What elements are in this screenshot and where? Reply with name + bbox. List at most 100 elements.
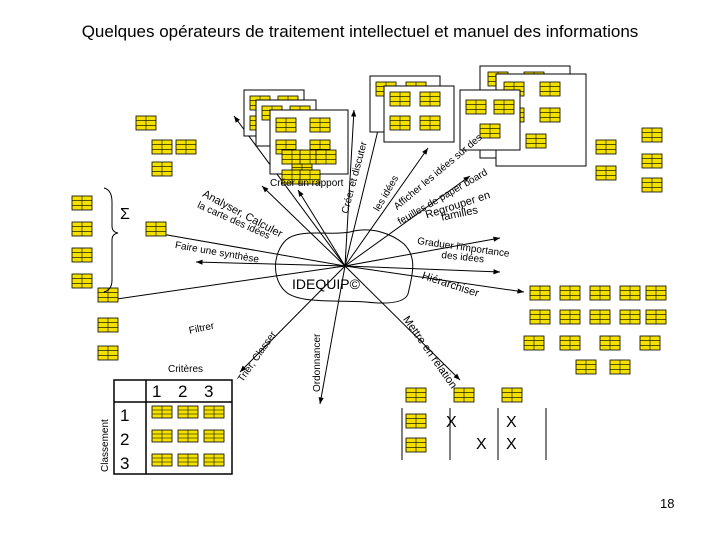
info-block	[389, 91, 411, 107]
arrowhead	[463, 176, 470, 182]
arrowhead	[318, 397, 324, 404]
info-block	[315, 149, 337, 165]
info-block	[479, 123, 501, 139]
operator-arrow	[297, 189, 346, 267]
arrowhead	[422, 148, 428, 155]
info-block	[71, 273, 93, 289]
info-block	[71, 247, 93, 263]
info-block	[203, 429, 225, 443]
info-block	[281, 169, 303, 185]
info-block	[145, 221, 167, 237]
info-block	[525, 133, 547, 149]
classement-row-3: 3	[120, 454, 130, 473]
info-block	[539, 107, 561, 123]
operator-arrow	[233, 115, 346, 267]
paper-sheet	[459, 89, 521, 151]
info-block	[151, 139, 173, 155]
info-block	[97, 287, 119, 303]
info-block	[645, 309, 667, 325]
operator-arrow	[195, 261, 346, 267]
info-block	[529, 309, 551, 325]
arrowhead	[517, 288, 524, 294]
info-block	[405, 387, 427, 403]
operator-arrow	[319, 265, 346, 405]
operator-arrow	[109, 265, 346, 301]
info-block	[405, 437, 427, 453]
info-block	[559, 335, 581, 351]
label-creer-rapport: Créer un rapport	[270, 178, 344, 189]
arrowhead	[234, 116, 240, 123]
operator-arrow	[344, 265, 525, 293]
arrowhead	[493, 269, 500, 275]
info-block	[419, 115, 441, 131]
relation-mark: X	[476, 436, 487, 453]
info-block	[97, 345, 119, 361]
info-block	[595, 165, 617, 181]
info-block	[71, 221, 93, 237]
info-block	[177, 453, 199, 467]
arrowhead	[453, 373, 460, 380]
info-block	[559, 309, 581, 325]
info-block	[453, 387, 475, 403]
info-block	[641, 177, 663, 193]
arrowhead	[240, 365, 247, 372]
info-block	[641, 127, 663, 143]
operator-arrow	[261, 185, 346, 267]
info-block	[589, 285, 611, 301]
operator-arrow	[344, 109, 355, 267]
operator-arrow	[344, 237, 501, 267]
info-block	[465, 99, 487, 115]
sigma-symbol: Σ	[120, 206, 130, 223]
info-block	[151, 453, 173, 467]
operator-arrow	[344, 147, 429, 267]
info-block	[299, 169, 321, 185]
relation-table	[401, 408, 547, 460]
criteria-grid	[113, 379, 233, 475]
info-block	[203, 453, 225, 467]
operator-arrow	[239, 265, 346, 373]
info-block	[135, 115, 157, 131]
info-block	[575, 359, 597, 375]
page-number: 18	[660, 496, 675, 511]
arrowhead	[298, 190, 304, 197]
info-block	[177, 405, 199, 419]
info-block	[501, 387, 523, 403]
operator-arrow	[344, 121, 381, 267]
info-block	[589, 309, 611, 325]
arrowhead	[196, 259, 203, 265]
info-block	[609, 359, 631, 375]
info-block	[595, 139, 617, 155]
criteria-col-2: 2	[178, 382, 188, 401]
operator-arrow	[344, 175, 471, 267]
info-block	[281, 149, 303, 165]
info-block	[559, 285, 581, 301]
info-block	[419, 91, 441, 107]
info-block	[309, 117, 331, 133]
classement-row-2: 2	[120, 430, 130, 449]
info-block	[203, 405, 225, 419]
info-block	[523, 335, 545, 351]
info-block	[177, 429, 199, 443]
arrowhead	[493, 236, 500, 242]
label-ordonnancer: Ordonnancer	[312, 333, 323, 392]
classement-label: Classement	[100, 419, 111, 472]
info-block	[389, 115, 411, 131]
operator-arrow	[344, 265, 501, 273]
paper-sheet	[383, 85, 455, 143]
relation-mark: X	[506, 436, 517, 453]
classement-row-1: 1	[120, 406, 130, 425]
relation-mark: X	[446, 414, 457, 431]
relation-mark: X	[506, 414, 517, 431]
operator-arrows	[109, 109, 525, 405]
arrowhead	[262, 186, 269, 193]
arrowhead	[351, 110, 357, 117]
info-block	[71, 195, 93, 211]
criteria-col-1: 1	[152, 382, 162, 401]
info-block	[275, 117, 297, 133]
info-block	[619, 285, 641, 301]
info-block	[405, 413, 427, 429]
info-block	[599, 335, 621, 351]
info-block	[151, 405, 173, 419]
